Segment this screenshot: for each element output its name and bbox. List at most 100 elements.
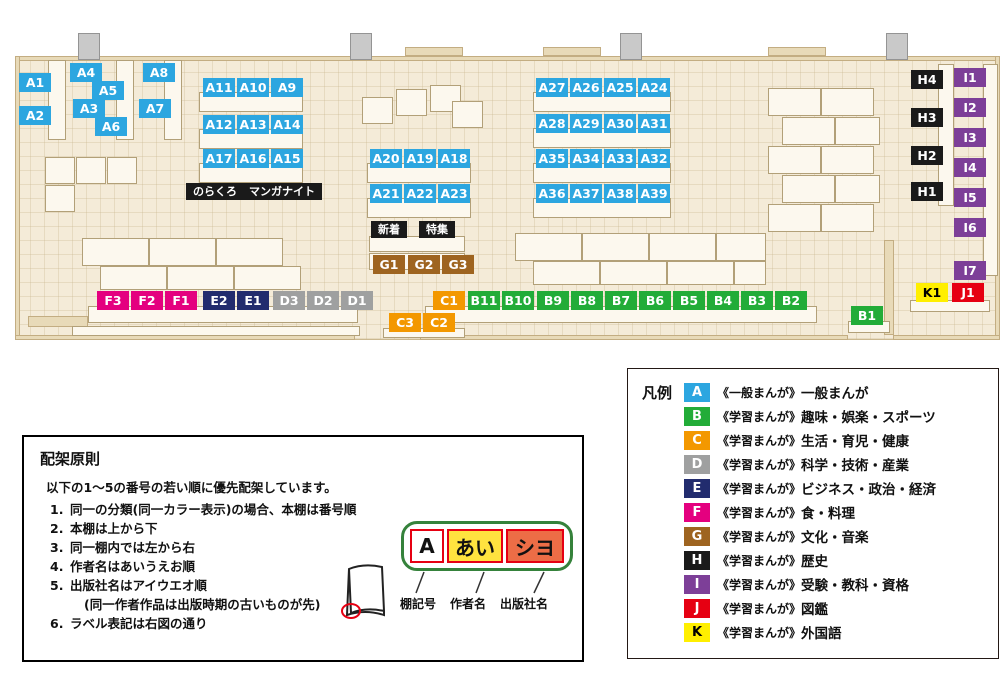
caption-shelf-code: 棚記号: [400, 597, 437, 611]
legend-label: 外国語: [801, 626, 842, 642]
shelf-label-I1: I1: [954, 68, 986, 87]
shelf-label-A26: A26: [570, 78, 602, 97]
shelf-label-I5: I5: [954, 188, 986, 207]
shelf: [48, 60, 66, 140]
shelf-label-I4: I4: [954, 158, 986, 177]
wall-segment: [28, 316, 88, 327]
shelf-label-B8: B8: [571, 291, 603, 310]
shelf-label-B6: B6: [639, 291, 671, 310]
pillar: [886, 33, 908, 60]
area-tag-manga-night: マンガナイト: [242, 183, 322, 200]
shelf: [768, 204, 821, 232]
rule-item: 6.ラベル表記は右図の通り: [50, 614, 380, 633]
shelf-label-A39: A39: [638, 184, 670, 203]
wall-segment: [15, 56, 1000, 61]
legend-scope: 《学習まんが》: [717, 481, 802, 496]
legend-color-chip-K: K: [684, 622, 710, 642]
shelf-label-B10: B10: [502, 291, 534, 310]
legend-row-E: E《学習まんが》ビジネス・政治・経済: [684, 476, 998, 500]
legend-scope: 《学習まんが》: [717, 433, 802, 448]
wall-segment: [893, 335, 1000, 340]
label-captions: 棚記号 作者名 出版社名: [394, 595, 580, 612]
shelf-label-A1: A1: [19, 73, 51, 92]
shelf-label-K1: K1: [916, 283, 948, 302]
legend-scope: 《学習まんが》: [717, 553, 802, 568]
shelf: [768, 88, 821, 116]
legend-color-chip-E: E: [684, 478, 710, 498]
legend-row-F: F 《学習まんが》食・料理: [684, 500, 998, 524]
rule-text: 作者名はあいうえお順: [70, 559, 196, 574]
shelf: [216, 238, 283, 266]
legend-row-G: G《学習まんが》文化・音楽: [684, 524, 998, 548]
shelf: [938, 64, 954, 206]
shelf-label-A21: A21: [370, 184, 402, 203]
pillar: [350, 33, 372, 60]
shelf: [649, 233, 716, 261]
shelf-label-H4: H4: [911, 70, 943, 89]
area-tag-new-arrivals: 新着: [371, 221, 407, 238]
legend-scope: 《学習まんが》: [717, 601, 802, 616]
label-publisher: シヨ: [506, 529, 564, 563]
legend-label: 食・料理: [801, 506, 856, 522]
shelf: [82, 238, 149, 266]
legend-color-chip-J: J: [684, 598, 710, 618]
shelf-label-A2: A2: [19, 106, 51, 125]
shelf-label-I6: I6: [954, 218, 986, 237]
legend-color-chip-C: C: [684, 430, 710, 450]
shelf-label-A35: A35: [536, 149, 568, 168]
legend-scope: 《一般まんが》: [717, 385, 802, 400]
shelf: [72, 326, 360, 336]
legend-row-D: D《学習まんが》科学・技術・産業: [684, 452, 998, 476]
legend-row-C: C《学習まんが》生活・育児・健康: [684, 428, 998, 452]
caption-author: 作者名: [450, 597, 487, 611]
shelf-label-F1: F1: [165, 291, 197, 310]
rule-text: 出版社名はアイウエオ順: [70, 578, 207, 593]
shelf-label-A8: A8: [143, 63, 175, 82]
wall-segment: [420, 335, 848, 340]
shelf-label-A13: A13: [237, 115, 269, 134]
shelf-label-A34: A34: [570, 149, 602, 168]
shelf-label-A31: A31: [638, 114, 670, 133]
shelf-label-A28: A28: [536, 114, 568, 133]
shelf-label-D1: D1: [341, 291, 373, 310]
shelf: [600, 261, 667, 285]
shelf-label-I7: I7: [954, 261, 986, 280]
principles-intro: 以下の1〜5の番号の若い順に優先配架しています。: [46, 480, 337, 495]
shelf-label-I2: I2: [954, 98, 986, 117]
shelf-label-F3: F3: [97, 291, 129, 310]
shelf-label-A10: A10: [237, 78, 269, 97]
shelf-label-G1: G1: [373, 255, 405, 274]
shelf-label-A6: A6: [95, 117, 127, 136]
shelf: [76, 157, 106, 184]
label-frame: A あい シヨ: [401, 521, 573, 571]
shelf-label-A30: A30: [604, 114, 636, 133]
shelf-label-A18: A18: [438, 149, 470, 168]
shelf-label-A5: A5: [92, 81, 124, 100]
legend-row-B: B《学習まんが》趣味・娯楽・スポーツ: [684, 404, 998, 428]
legend-color-chip-F: F: [684, 502, 710, 522]
shelf: [835, 117, 880, 145]
rule-number: 6.: [50, 616, 64, 631]
shelf-label-D2: D2: [307, 291, 339, 310]
legend-color-chip-I: I: [684, 574, 710, 594]
shelf-label-A12: A12: [203, 115, 235, 134]
shelf: [452, 101, 483, 128]
shelf-label-I3: I3: [954, 128, 986, 147]
shelf-label-B3: B3: [741, 291, 773, 310]
shelf: [667, 261, 734, 285]
area-tag-norakuro: のらくろ: [186, 183, 244, 200]
legend-label: 文化・音楽: [801, 530, 869, 546]
shelf-label-G2: G2: [408, 255, 440, 274]
label-pointer-lines: [415, 571, 545, 594]
legend-scope: 《学習まんが》: [717, 505, 802, 520]
label-shelf-code: A: [410, 529, 444, 563]
shelf-label-A32: A32: [638, 149, 670, 168]
shelf: [716, 233, 766, 261]
shelf-label-B7: B7: [605, 291, 637, 310]
rule-number: 2.: [50, 521, 64, 536]
rule-number: 1.: [50, 502, 64, 517]
legend-row-J: J《学習まんが》図鑑: [684, 596, 998, 620]
